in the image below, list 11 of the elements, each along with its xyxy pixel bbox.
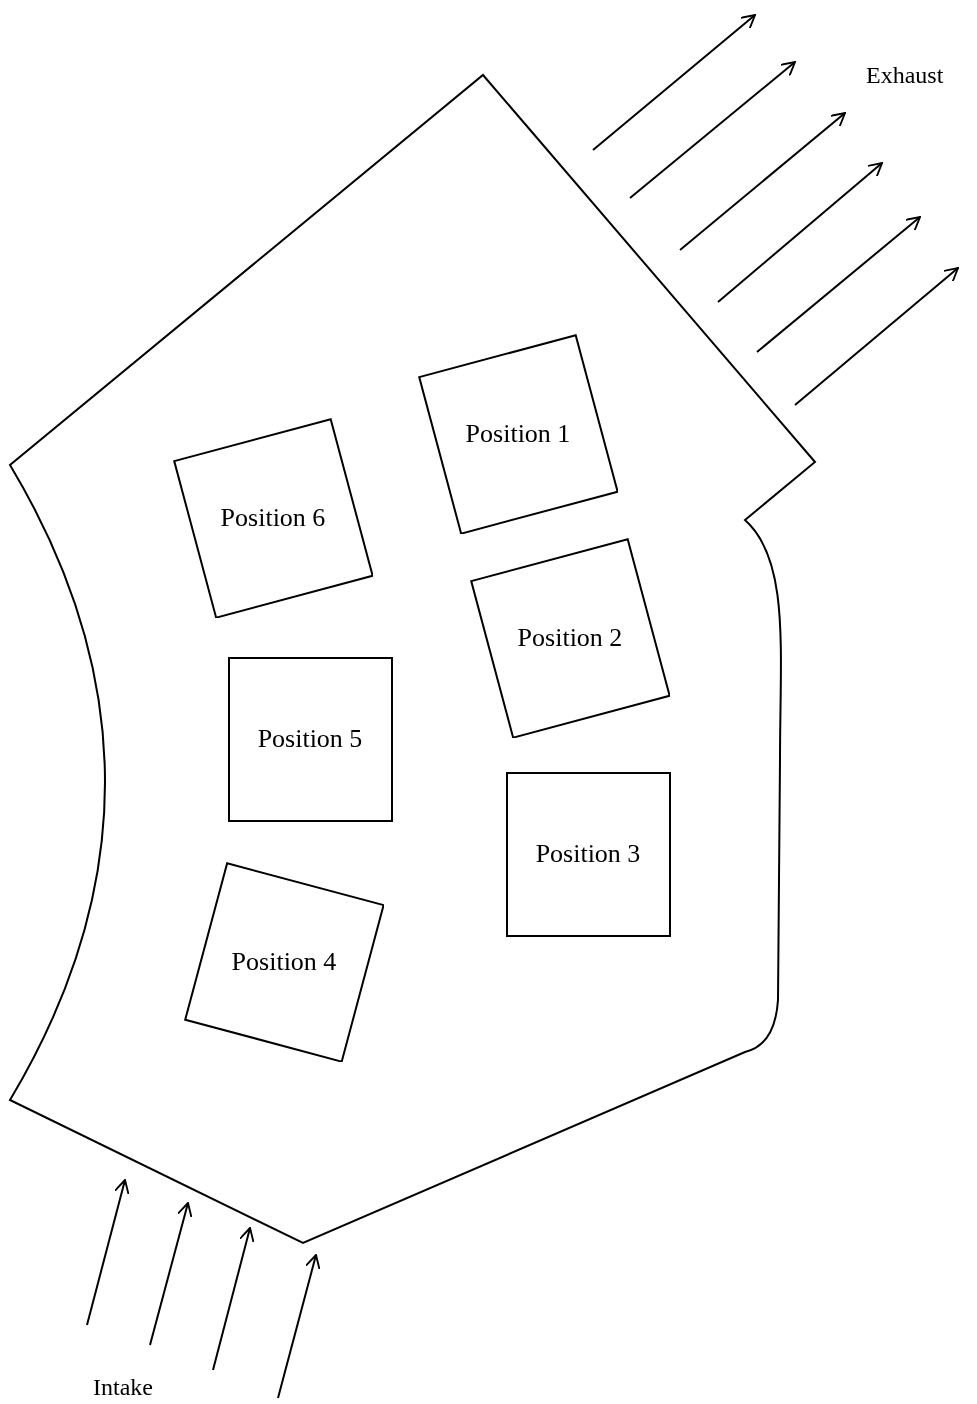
position-label: Position 4 <box>230 947 338 977</box>
position-label: Position 1 <box>464 419 572 449</box>
position-label: Position 5 <box>256 724 364 754</box>
flow-label: Intake <box>93 1374 153 1401</box>
position-label: Position 6 <box>219 503 327 533</box>
flow-label: Exhaust <box>866 62 944 89</box>
position-square <box>227 656 393 822</box>
chamber-outline <box>8 73 818 1245</box>
position-label: Position 2 <box>516 623 624 653</box>
position-label: Position 3 <box>534 839 642 869</box>
position-square <box>505 771 671 937</box>
